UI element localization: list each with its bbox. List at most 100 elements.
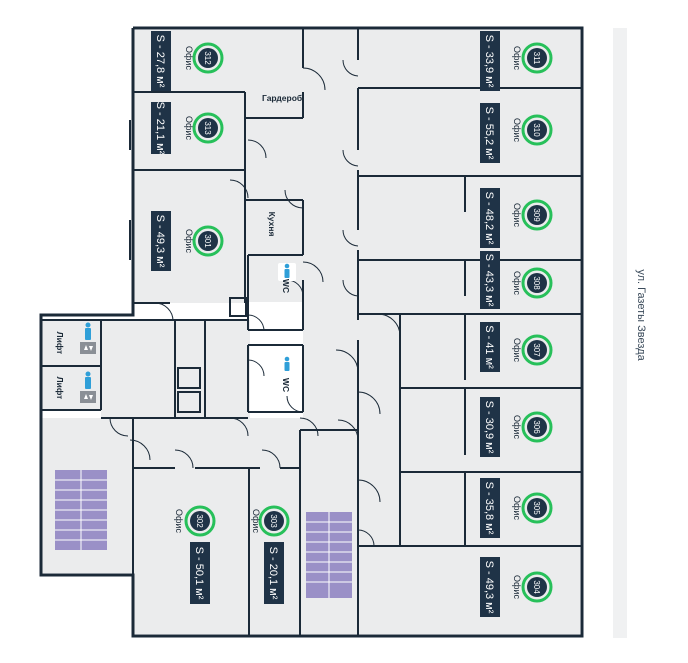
room-area: S - 27,8 м² (154, 35, 166, 88)
area-label-box (151, 102, 171, 154)
walls (39, 26, 584, 638)
room-status-ring (192, 225, 224, 257)
area-label-box (480, 397, 500, 457)
room-number: 309 (532, 208, 541, 222)
room-number: 306 (532, 420, 541, 434)
office-marker-304: 304 Офис S - 49,3 м² (480, 557, 553, 617)
area-label-box (264, 542, 284, 604)
street-strip (613, 28, 627, 638)
room-number-badge (198, 48, 218, 68)
office-marker-310: 310 Офис S - 55,2 м² (480, 103, 553, 163)
area-label-box (480, 31, 500, 91)
office-marker-307: 307 Офис S - 41 м² (480, 322, 553, 372)
wardrobe-label: Гардероб (262, 93, 302, 103)
room-type: Офис (512, 496, 522, 520)
room-number-badge (198, 231, 218, 251)
office-marker-312: 312 Офис S - 27,8 м² (151, 31, 224, 91)
room-type: Офис (174, 509, 184, 533)
person-icon (85, 371, 91, 389)
room-type: Офис (512, 338, 522, 362)
wc-label: WC (281, 378, 291, 392)
room-area: S - 48,2 м² (483, 192, 495, 245)
room-number-badge (527, 205, 547, 225)
room-number: 311 (532, 52, 541, 65)
area-label-box (190, 542, 210, 604)
room-type: Офис (512, 118, 522, 142)
office-marker-309: 309 Офис S - 48,2 м² (480, 188, 553, 248)
room-status-ring (521, 571, 553, 603)
room-type: Офис (184, 229, 194, 253)
room-type: Офис (512, 271, 522, 295)
area-label-box (480, 557, 500, 617)
room-number-badge (527, 498, 547, 518)
area-label-box (480, 103, 500, 163)
room-number: 305 (532, 501, 541, 515)
kitchen-label: Кухня (267, 212, 277, 237)
office-marker-301: 301 Офис S - 49,3 м² (151, 211, 224, 271)
office-marker-313: 313 Офис S - 21,1 м² (151, 102, 224, 155)
room-status-ring (521, 334, 553, 366)
area-label-box (151, 31, 171, 91)
room-number: 307 (532, 343, 541, 357)
area-label-box (480, 251, 500, 309)
room-number: 304 (532, 580, 541, 594)
room-status-ring (521, 267, 553, 299)
room-area: S - 43,3 м² (483, 254, 495, 307)
room-number-badge (527, 417, 547, 437)
room-number-badge (264, 511, 284, 531)
wc-person-icon (278, 356, 296, 374)
room-number-badge (198, 118, 218, 138)
room-status-ring (192, 42, 224, 74)
stairs-left (55, 470, 107, 550)
lift-label: Лифт (55, 332, 65, 355)
room-number-badge (527, 340, 547, 360)
room-type: Офис (512, 203, 522, 227)
room-area: S - 41 м² (483, 325, 495, 369)
area-label-box (480, 188, 500, 248)
room-number: 312 (203, 51, 212, 65)
room-area: S - 21,1 м² (154, 102, 166, 155)
office-marker-305: 305 Офис S - 35,8 м² (480, 478, 553, 538)
room-area: S - 35,8 м² (483, 482, 495, 535)
room-number: 313 (203, 121, 212, 135)
room-area: S - 55,2 м² (483, 107, 495, 160)
room-area: S - 33,9 м² (483, 35, 495, 88)
office-marker-306: 306 Офис S - 30,9 м² (480, 397, 553, 457)
room-status-ring (521, 199, 553, 231)
room-area: S - 50,1 м² (193, 547, 205, 600)
room-status-ring (258, 505, 290, 537)
room-status-ring (192, 112, 224, 144)
area-label-box (480, 322, 500, 372)
room-number-badge (527, 273, 547, 293)
room-type: Офис (512, 575, 522, 599)
room-area: S - 49,3 м² (154, 215, 166, 268)
room-type: Офис (251, 509, 261, 533)
room-number: 301 (203, 234, 212, 248)
room-number-badge (527, 120, 547, 140)
room-status-ring (521, 411, 553, 443)
stairs-right (306, 512, 352, 598)
room-area: S - 49,3 м² (483, 561, 495, 614)
room-type: Офис (184, 46, 194, 70)
room-status-ring (521, 42, 553, 74)
room-status-ring (521, 492, 553, 524)
room-number-badge (190, 511, 210, 531)
room-area: S - 30,9 м² (483, 401, 495, 454)
room-status-ring (521, 114, 553, 146)
room-type: Офис (184, 116, 194, 140)
wc-label: WC (281, 279, 291, 293)
doors (109, 59, 401, 547)
elevator-arrows-icon (80, 391, 96, 403)
area-label-box (480, 478, 500, 538)
room-number: 303 (269, 514, 278, 528)
area-label-box (151, 211, 171, 271)
room-number: 310 (532, 123, 541, 137)
room-type: Офис (512, 415, 522, 439)
elevator-arrows-icon (80, 342, 96, 354)
